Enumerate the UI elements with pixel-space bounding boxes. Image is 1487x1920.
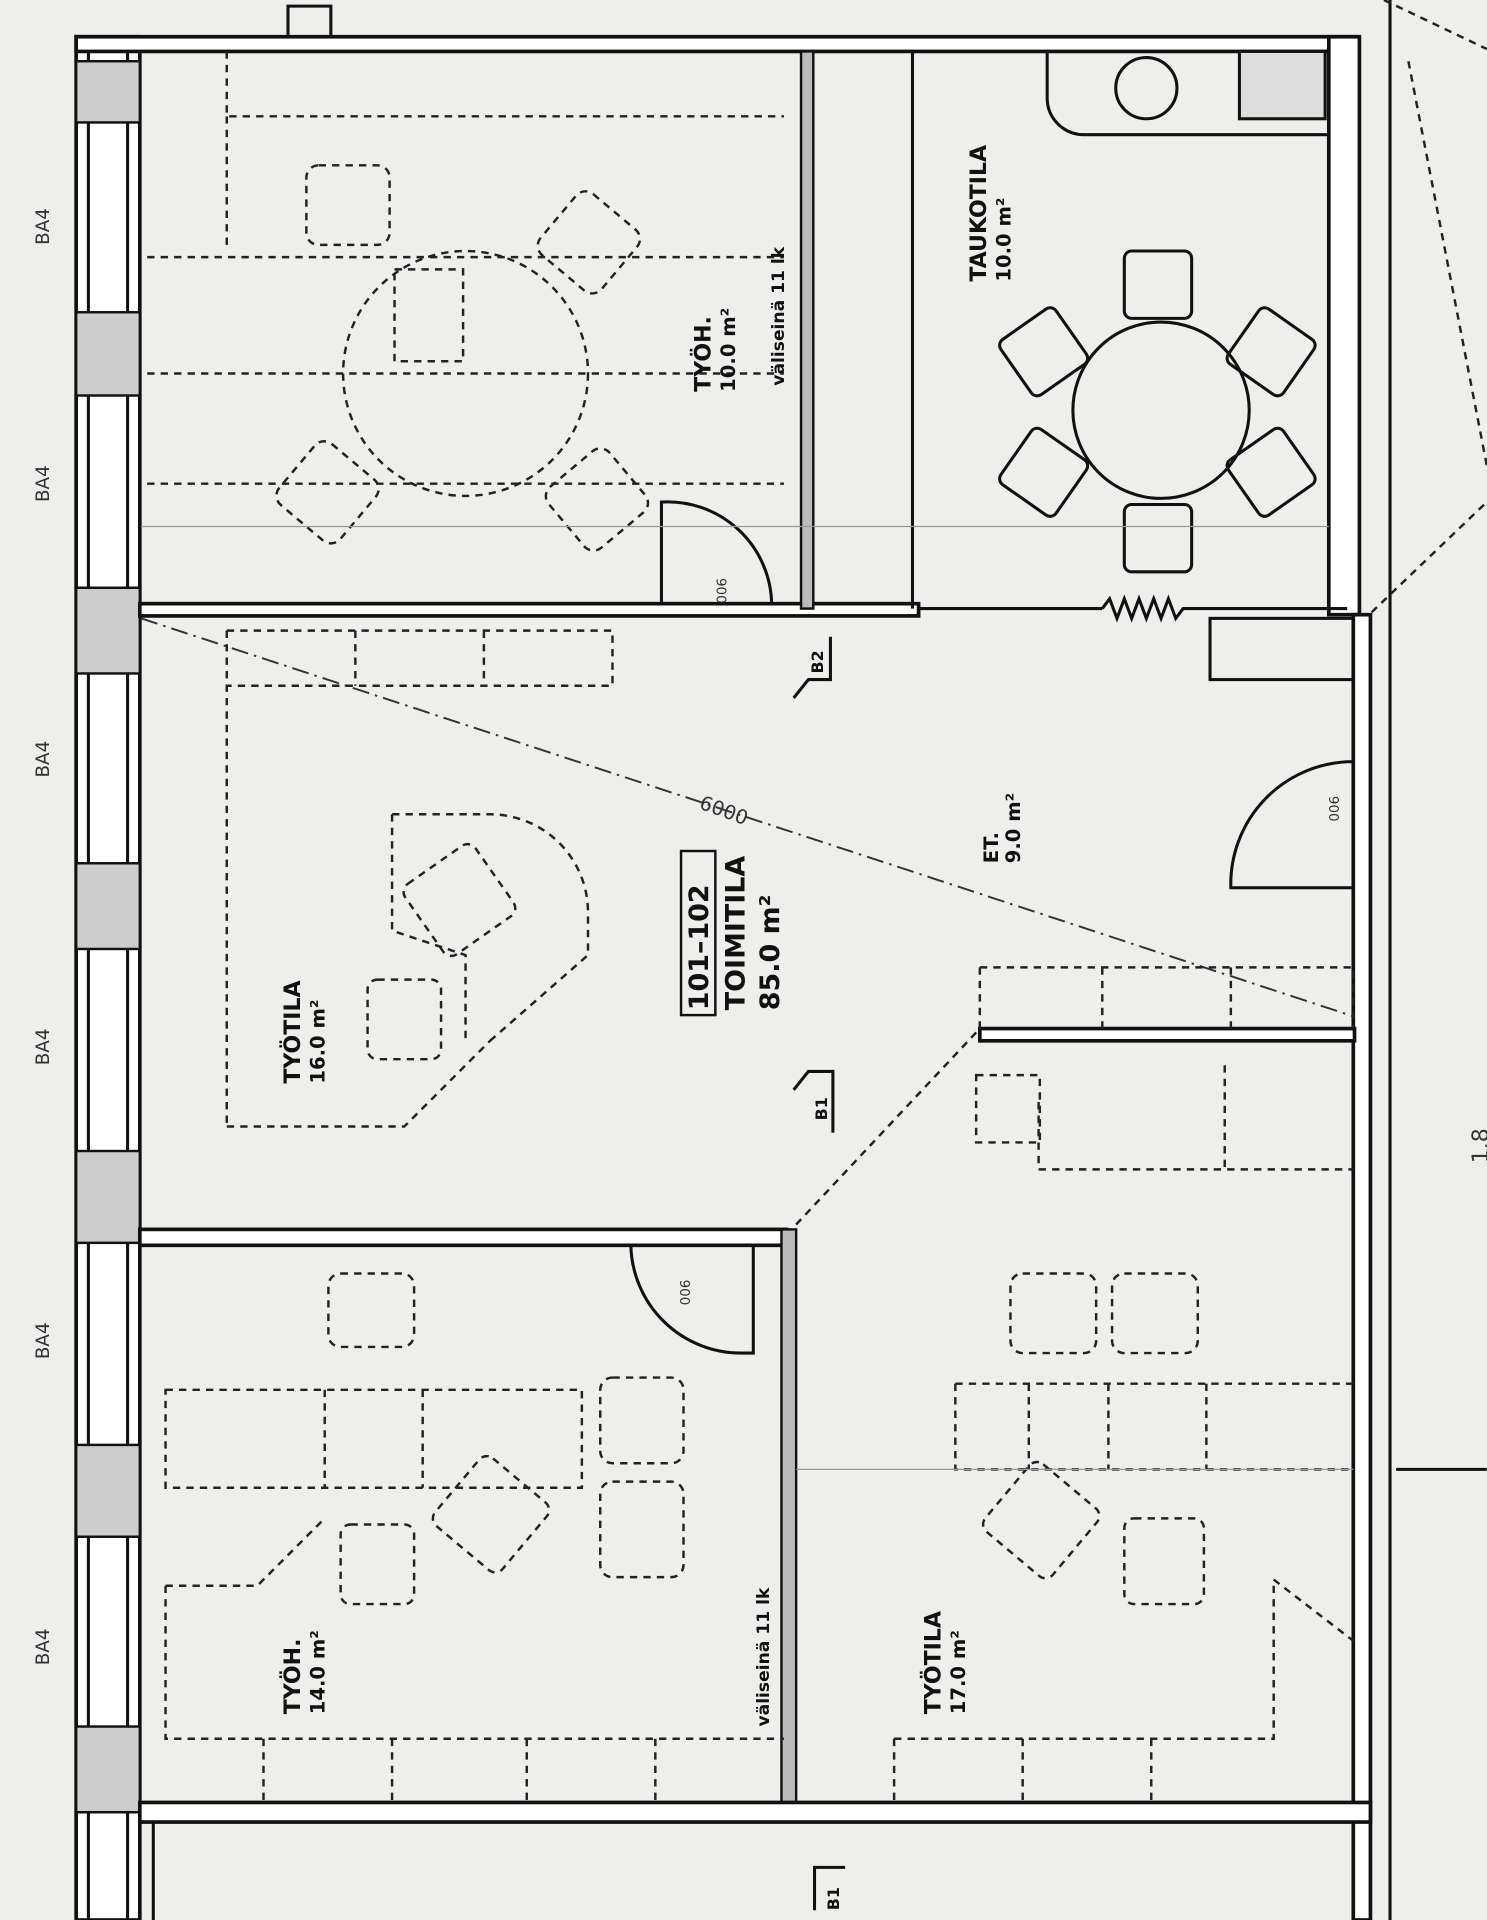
svg-text:10.0 m²: 10.0 m² (992, 198, 1015, 282)
svg-text:B2: B2 (808, 650, 827, 673)
room-label-et: ET. 9.0 m² (980, 793, 1025, 863)
svg-text:BA4: BA4 (33, 208, 54, 245)
svg-text:TYÖTILA: TYÖTILA (280, 980, 306, 1083)
svg-text:9.0 m²: 9.0 m² (1002, 793, 1025, 863)
furniture-tyoh-10 (147, 51, 784, 552)
section-mark: B1 (792, 1069, 835, 1133)
room-label-toimitila: 101–102 TOIMITILA 85.0 m² (679, 849, 786, 1017)
exterior-wall-top (74, 34, 1358, 54)
door-label: 900 (713, 578, 728, 604)
svg-text:B1: B1 (812, 1097, 831, 1120)
svg-text:ET.: ET. (980, 832, 1003, 863)
svg-text:10.0 m²: 10.0 m² (717, 308, 740, 392)
wall-note: väliseinä 11 lk (769, 246, 789, 386)
section-mark: B1 (812, 1865, 846, 1910)
svg-text:BA4: BA4 (33, 741, 54, 778)
wall-et-bottom (977, 1026, 1357, 1043)
exterior-wall-right-lower (1351, 612, 1373, 1920)
partition-tyoh-14 (780, 1228, 798, 1807)
exterior-wall-right-upper (1326, 34, 1362, 617)
furniture-tyoh-14 (164, 1272, 784, 1800)
door-et[interactable] (1229, 760, 1355, 890)
svg-text:TOIMITILA: TOIMITILA (721, 856, 752, 1011)
room-label-taukotila: TAUKOTILA 10.0 m² (967, 145, 1015, 282)
svg-text:BA4: BA4 (33, 1028, 54, 1065)
room-label-tyoh-10: TYÖH. 10.0 m² (690, 308, 739, 392)
dimension-label: 1.8 (1469, 1128, 1487, 1163)
room-label-tyotila-17: TYÖTILA 17.0 m² (921, 1611, 970, 1714)
partition-tyoh-10 (799, 50, 815, 610)
svg-text:BA4: BA4 (33, 1322, 54, 1359)
svg-text:14.0 m²: 14.0 m² (307, 1630, 330, 1714)
room-label-tyotila-16: TYÖTILA 16.0 m² (280, 980, 329, 1083)
svg-text:16.0 m²: 16.0 m² (307, 1000, 330, 1084)
svg-text:BA4: BA4 (33, 1628, 54, 1665)
svg-text:TYÖH.: TYÖH. (690, 316, 716, 392)
furniture-taukotila (998, 49, 1329, 574)
window-labels: BA4 BA4 BA4 BA4 BA4 BA4 (33, 208, 54, 1665)
svg-text:TAUKOTILA: TAUKOTILA (967, 145, 992, 282)
door-label: 900 (676, 1280, 691, 1306)
wall-note: väliseinä 11 lk (754, 1587, 774, 1727)
svg-text:85.0 m²: 85.0 m² (755, 895, 786, 1011)
svg-text:TYÖH.: TYÖH. (280, 1639, 306, 1715)
furniture-tyotila-16 (225, 629, 614, 1128)
exterior-wall-left (74, 34, 142, 1920)
svg-text:17.0 m²: 17.0 m² (947, 1630, 970, 1714)
svg-text:B1: B1 (824, 1887, 843, 1910)
svg-text:101–102: 101–102 (684, 884, 715, 1010)
section-mark: B2 (792, 636, 832, 699)
door-tyoh-14[interactable] (629, 1245, 755, 1355)
wall-mid-left (137, 1227, 789, 1248)
wall-zigzag (1101, 594, 1348, 623)
room-label-tyoh-14: TYÖH. 14.0 m² (280, 1630, 329, 1714)
wall-bottom (137, 1800, 1373, 1824)
door-label: 900 (1325, 796, 1340, 822)
svg-text:BA4: BA4 (33, 465, 54, 502)
svg-text:TYÖTILA: TYÖTILA (921, 1611, 947, 1714)
